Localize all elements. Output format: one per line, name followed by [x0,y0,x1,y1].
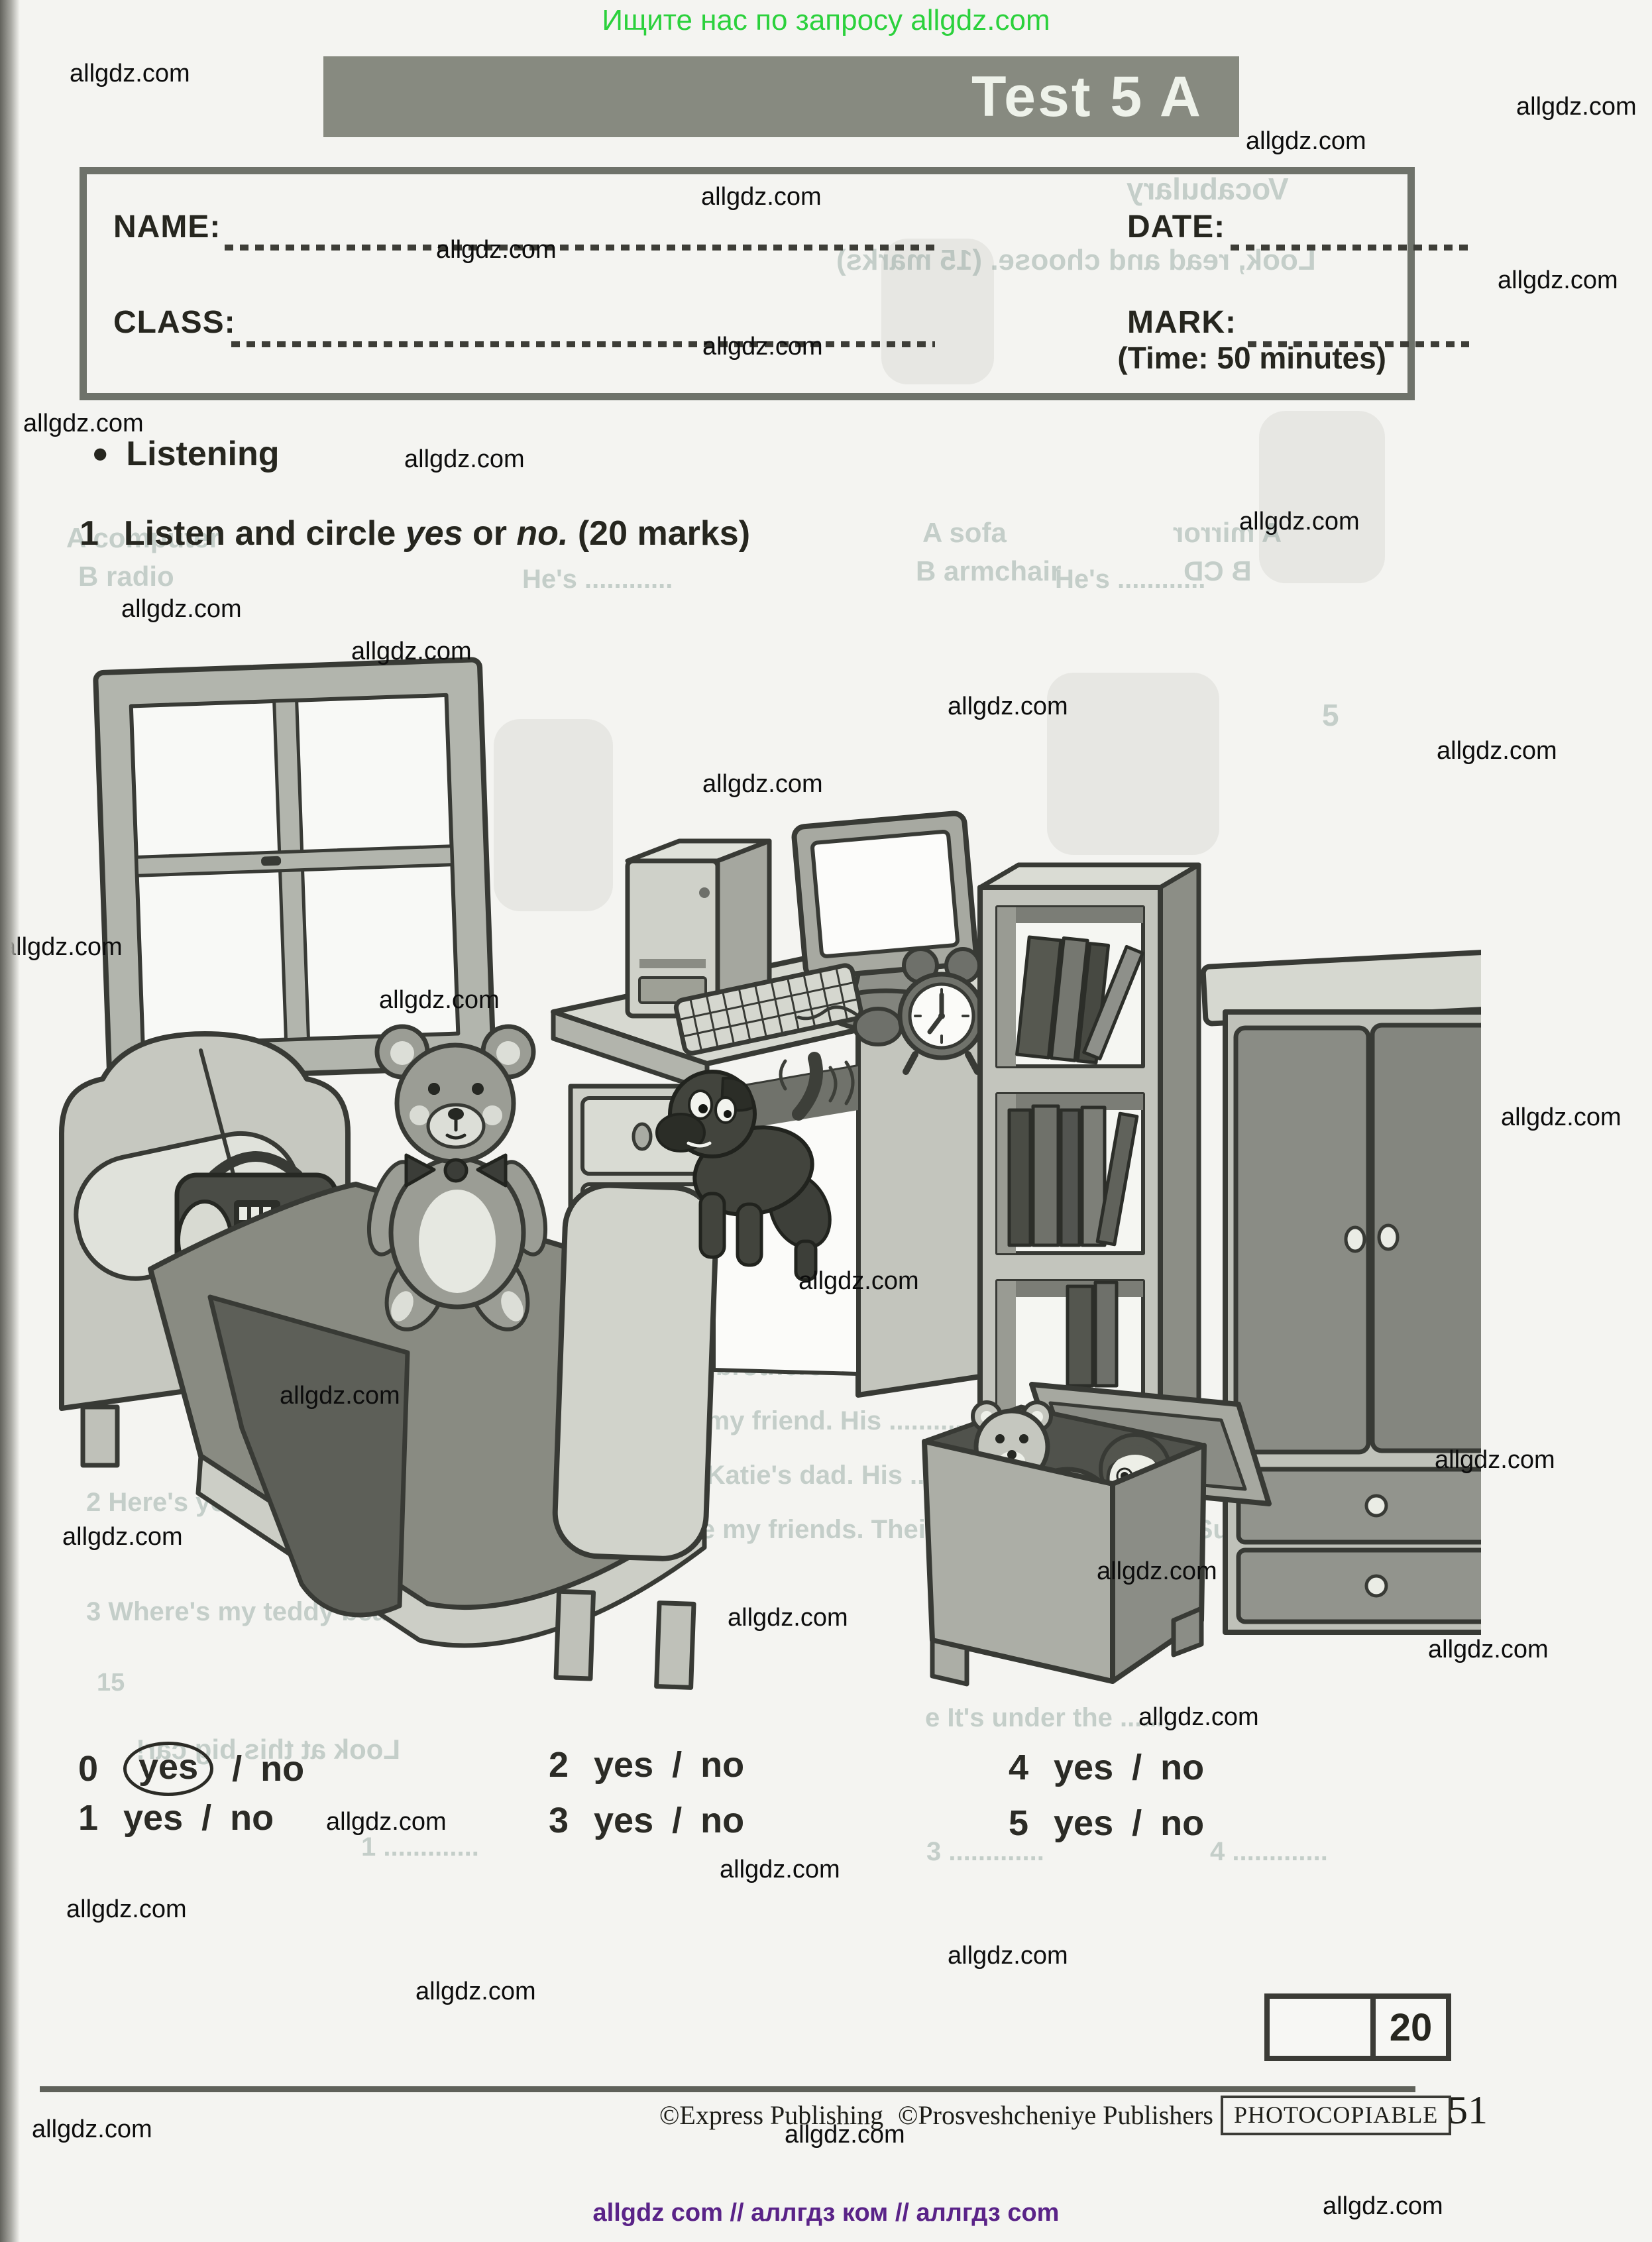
bleedthrough-text: B armchair [916,555,1062,587]
task-number: 1 [80,514,99,553]
answer-separator: / [1132,1748,1142,1787]
answer-number: 1 [78,1798,99,1838]
bleedthrough-text: 5 [1322,698,1339,732]
top-watermark-banner: Ищите нас по запросу allgdz.com [602,4,1050,36]
time-limit-note: (Time: 50 minutes) [1117,341,1386,375]
bullet-icon: • [93,430,108,478]
date-fill-line[interactable] [1231,245,1469,251]
publisher-prosveshcheniye: ©Prosveshcheniye Publishers [898,2100,1213,2130]
book-spine-shadow [0,0,20,2242]
answer-item-0: 0 yes / no [78,1742,304,1796]
toy-box-illustration [922,1382,1272,1687]
answer-number: 3 [549,1801,569,1840]
bookcase-illustration [977,862,1201,1461]
section-heading-text: Listening [126,435,280,473]
bleedthrough-blob [494,719,613,911]
bleedthrough-text: e It's under the ....... [925,1703,1172,1732]
student-info-box: NAME: DATE: CLASS: MARK: (Time: 50 minut… [80,167,1469,400]
answer-no[interactable]: no [700,1745,745,1785]
bleedthrough-text: A computer [66,522,220,553]
answer-separator: / [201,1798,212,1838]
alarm-clock-illustration [897,947,986,1075]
answer-number: 0 [78,1749,99,1789]
bleedthrough-blob [1259,411,1385,583]
answer-number: 5 [1009,1803,1029,1843]
bleedthrough-text: He's ............ [1055,565,1206,594]
answer-number: 2 [549,1745,569,1785]
task-no-word: no. [516,514,569,553]
answer-yes[interactable]: yes [594,1801,654,1840]
name-label: NAME: [113,209,221,245]
answer-item-4: 4 yes / no [1009,1747,1204,1788]
class-label: CLASS: [113,305,236,340]
mouse-illustration [797,1005,903,1046]
bleedthrough-text: 1 ............. [361,1832,479,1862]
task-or-word: or [472,514,507,553]
date-label: DATE: [1127,209,1226,245]
answer-no[interactable]: no [1160,1748,1205,1787]
score-max-cell: 20 [1370,1999,1446,2056]
answer-item-1: 1 yes / no [78,1797,274,1838]
bleedthrough-text: 15 [97,1669,125,1697]
bedroom-illustration [59,657,1481,1690]
name-fill-line[interactable] [225,245,937,251]
score-earned-cell[interactable] [1270,1999,1370,2056]
publisher-express: ©Express Publishing [659,2100,884,2130]
task-marks: (20 marks) [577,514,751,553]
test-title-bar: Test 5 A [323,56,1239,137]
bleedthrough-text: A mirror [1173,517,1282,548]
photocopiable-stamp: PHOTOCOPIABLE [1221,2096,1452,2135]
answer-separator: / [672,1745,683,1785]
bottom-watermark-banner: allgdz com // аллгдз ком // аллгдз com [592,2199,1060,2227]
answer-separator: / [1132,1803,1142,1843]
task-instruction: 1 Listen and circle yes or no. (20 marks) [80,514,750,553]
answer-no[interactable]: no [1160,1803,1205,1843]
answer-item-5: 5 yes / no [1009,1803,1204,1844]
answer-item-3: 3 yes / no [549,1800,744,1841]
answer-yes[interactable]: yes [1054,1748,1114,1787]
answer-yes[interactable]: yes [123,1798,184,1838]
bleedthrough-text: He's ............ [522,565,673,594]
score-box: 20 [1264,1993,1451,2061]
answer-yes-circled[interactable]: yes [123,1742,214,1796]
answer-item-2: 2 yes / no [549,1744,744,1785]
bleedthrough-text: A sofa [922,517,1007,548]
mark-fill-line[interactable] [1248,341,1469,347]
bed-illustration [59,1031,719,1690]
books-middle-shelf [1007,1104,1139,1247]
listening-section-heading: • Listening [93,430,280,478]
answer-yes[interactable]: yes [594,1745,654,1785]
wardrobe-illustration [1200,946,1481,1635]
task-yes-word: yes [405,514,463,553]
teddy-bear-illustration [366,1024,548,1331]
answer-number: 4 [1009,1748,1029,1787]
dog-illustration [655,1052,855,1282]
window-illustration [93,657,503,1088]
mark-label: MARK: [1127,305,1237,340]
answer-yes[interactable]: yes [1054,1803,1114,1843]
answer-no[interactable]: no [260,1749,305,1789]
bleedthrough-text: 3 ............. [926,1837,1044,1866]
bleedthrough-blob [1047,673,1219,855]
answer-no[interactable]: no [230,1798,274,1838]
footer-divider [40,2086,1415,2092]
bleedthrough-text: 4 ............. [1210,1837,1328,1866]
class-fill-line[interactable] [231,341,935,347]
bleedthrough-text: B radio [78,561,174,592]
bleedthrough-blob [881,239,994,384]
answer-separator: / [672,1801,683,1840]
answer-no[interactable]: no [700,1801,745,1840]
test-title: Test 5 A [971,64,1203,129]
answer-separator: / [232,1749,243,1789]
keyboard-illustration [673,963,863,1056]
page-number: 51 [1448,2088,1488,2132]
books-bottom-shelf [1066,1280,1119,1388]
computer-tower-illustration [625,838,772,1020]
task-verb: Listen and circle [123,514,396,553]
